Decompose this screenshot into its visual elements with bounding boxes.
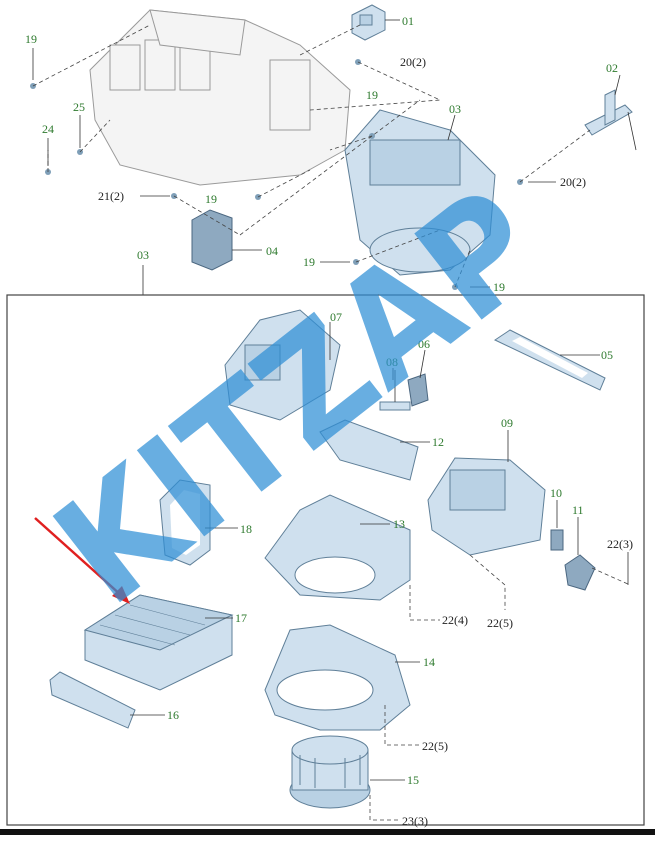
label-04: 04 xyxy=(266,244,278,258)
label-22-5b: 22(5) xyxy=(422,739,448,753)
part-04 xyxy=(191,209,233,271)
label-08: 08 xyxy=(386,355,398,369)
housing-07-part xyxy=(224,309,341,421)
blower-unit-03-part xyxy=(344,109,496,276)
label-12: 12 xyxy=(432,435,444,449)
label-24: 24 xyxy=(42,122,54,136)
seal-18-part xyxy=(159,479,211,566)
label-23: 23(3) xyxy=(402,814,428,828)
label-21: 21(2) xyxy=(98,189,124,203)
actuator-10-part xyxy=(550,529,564,551)
label-02: 02 xyxy=(606,61,618,75)
part-08 xyxy=(379,370,411,411)
hvac-housing-part xyxy=(89,9,351,186)
label-01: 01 xyxy=(402,14,414,28)
plate-12-part xyxy=(319,419,419,481)
exploded-view-frame xyxy=(6,294,645,826)
label-09: 09 xyxy=(501,416,513,430)
cover-16-part xyxy=(49,671,136,729)
label-19-a: 19 xyxy=(25,32,37,46)
bracket-02-part xyxy=(584,89,637,151)
part-06 xyxy=(407,373,429,407)
label-03-box: 03 xyxy=(137,248,149,262)
label-16: 16 xyxy=(167,708,179,722)
label-25: 25 xyxy=(73,100,85,114)
label-15: 15 xyxy=(407,773,419,787)
red-arrow-icon xyxy=(34,517,130,604)
label-11: 11 xyxy=(572,503,584,517)
label-10: 10 xyxy=(550,486,562,500)
label-18: 18 xyxy=(240,522,252,536)
blower-motor-15-part xyxy=(289,735,371,809)
label-19-d: 19 xyxy=(303,255,315,269)
cabin-filter-17-part xyxy=(83,594,234,691)
label-17: 17 xyxy=(235,611,247,625)
label-13: 13 xyxy=(393,517,405,531)
label-14: 14 xyxy=(423,655,435,669)
label-19-c: 19 xyxy=(205,192,217,206)
label-22-3: 22(3) xyxy=(607,537,633,551)
label-20-b: 20(2) xyxy=(560,175,586,189)
bracket-01-part xyxy=(351,4,386,41)
label-05: 05 xyxy=(601,348,613,362)
scroll-case-14-part xyxy=(264,624,411,731)
lower-case-13-part xyxy=(264,494,411,601)
label-22-4: 22(4) xyxy=(442,613,468,627)
label-19-b: 19 xyxy=(366,88,378,102)
label-20-a: 20(2) xyxy=(400,55,426,69)
label-03-top: 03 xyxy=(449,102,461,116)
resistor-11-part xyxy=(564,554,596,591)
label-22-5a: 22(5) xyxy=(487,616,513,630)
seal-05-part xyxy=(493,329,606,391)
housing-09-part xyxy=(427,457,546,556)
label-19-e: 19 xyxy=(493,280,505,294)
label-07: 07 xyxy=(330,310,342,324)
label-06: 06 xyxy=(418,337,430,351)
